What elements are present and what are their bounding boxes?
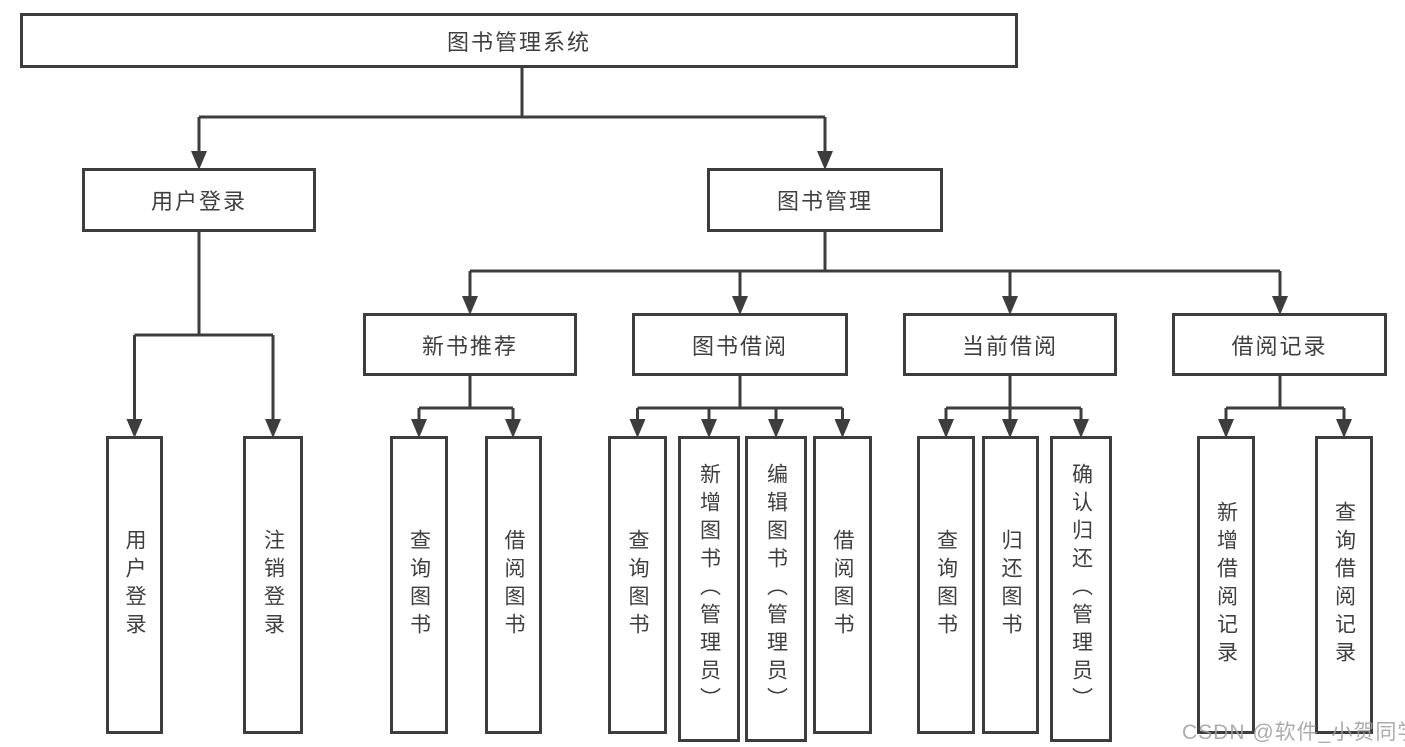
leaf-return-book: 归还图书 bbox=[982, 436, 1039, 734]
leaf-label: 借阅图书 bbox=[502, 529, 525, 641]
leaf-user-login: 用户登录 bbox=[106, 436, 163, 734]
leaf-logout: 注销登录 bbox=[243, 436, 303, 734]
leaf-label: 归还图书 bbox=[999, 529, 1022, 641]
leaf-label: 新增借阅记录 bbox=[1214, 501, 1238, 669]
node-user-login: 用户登录 bbox=[82, 168, 316, 232]
node-label: 图书管理 bbox=[776, 189, 873, 214]
node-label: 当前借阅 bbox=[961, 333, 1058, 359]
node-book-management: 图书管理 bbox=[707, 168, 943, 232]
node-label: 借阅记录 bbox=[1231, 333, 1328, 359]
node-new-book-recommend: 新书推荐 bbox=[363, 313, 577, 376]
leaf-label: 用户登录 bbox=[123, 529, 146, 641]
leaf-edit-book-admin: 编辑图书（管理员） bbox=[745, 436, 807, 742]
node-label: 新书推荐 bbox=[421, 333, 518, 359]
leaf-add-borrow-record: 新增借阅记录 bbox=[1197, 436, 1255, 734]
leaf-label: 确认归还（管理员） bbox=[1069, 463, 1093, 715]
leaf-label: 查询图书 bbox=[626, 529, 649, 641]
node-current-borrowing: 当前借阅 bbox=[903, 313, 1117, 376]
leaf-add-book-admin: 新增图书（管理员） bbox=[678, 436, 740, 742]
leaf-query-books-recommend: 查询图书 bbox=[390, 436, 448, 734]
leaf-label: 新增图书（管理员） bbox=[697, 463, 721, 715]
node-label: 图书管理系统 bbox=[446, 29, 591, 55]
leaf-query-borrow-record: 查询借阅记录 bbox=[1315, 436, 1373, 734]
leaf-label: 查询图书 bbox=[407, 529, 431, 641]
node-book-borrowing: 图书借阅 bbox=[632, 313, 848, 376]
leaf-query-books-current: 查询图书 bbox=[917, 436, 975, 734]
leaf-label: 注销登录 bbox=[261, 529, 285, 641]
leaf-query-books-borrow: 查询图书 bbox=[608, 436, 667, 734]
node-library-management-system: 图书管理系统 bbox=[20, 13, 1018, 68]
leaf-label: 查询图书 bbox=[934, 529, 958, 641]
leaf-borrow-books: 借阅图书 bbox=[813, 436, 872, 734]
node-borrowing-records: 借阅记录 bbox=[1172, 313, 1387, 376]
leaf-label: 借阅图书 bbox=[831, 529, 854, 641]
leaf-borrow-books-recommend: 借阅图书 bbox=[485, 436, 542, 734]
node-label: 用户登录 bbox=[150, 189, 247, 214]
csdn-watermark: CSDN @软件_小贺同学 bbox=[1182, 721, 1405, 744]
leaf-label: 查询借阅记录 bbox=[1332, 501, 1356, 669]
leaf-label: 编辑图书（管理员） bbox=[764, 463, 788, 715]
node-label: 图书借阅 bbox=[691, 333, 788, 359]
leaf-confirm-return-admin: 确认归还（管理员） bbox=[1050, 436, 1112, 742]
